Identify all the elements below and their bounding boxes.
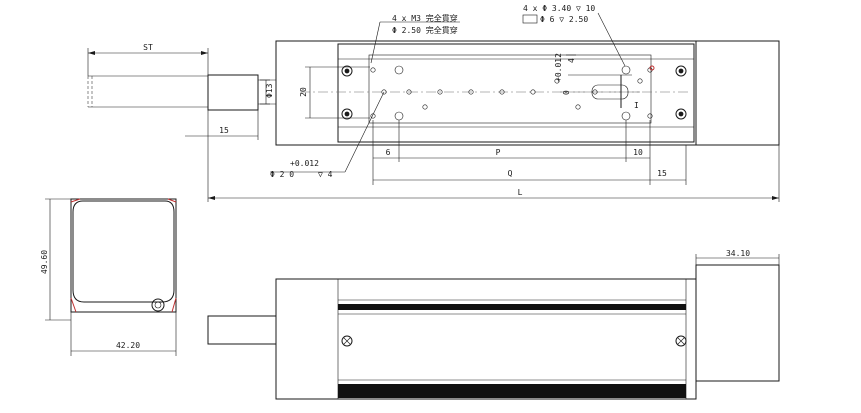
band-1: [338, 304, 686, 310]
dim-p: P: [496, 148, 501, 157]
dim-34-10: 34.10: [726, 249, 750, 258]
dim-20: 20: [299, 66, 370, 119]
tol-right: +0.012 0 4: [554, 53, 576, 95]
dim-10: 10: [633, 148, 643, 157]
dim-l-group: L: [207, 140, 780, 202]
carriage-top: [337, 43, 695, 143]
note-cb: 4 x Φ 3.40 ▽ 10 Φ 6 ▽ 2.50: [522, 4, 626, 67]
body-side: [275, 278, 697, 400]
m3-note-1: 4 x M3 完全貫穿: [392, 13, 458, 23]
depth4-label: 4: [567, 58, 576, 63]
len15-motor-label: 15: [219, 126, 229, 135]
cb-note-1: 4 x Φ 3.40 ▽ 10: [523, 4, 595, 13]
shaft-top: [87, 74, 276, 111]
dim-42-20: 42.20: [116, 341, 140, 350]
corner-bolts: [341, 65, 687, 120]
dim-dia13: Φ13: [260, 79, 274, 105]
side-screw-left: [341, 335, 353, 347]
tol-right-label: +0.012: [554, 53, 563, 82]
slider-plate: [368, 54, 652, 124]
top-view: ST Φ13 15: [87, 4, 780, 202]
pin-dia: Φ 2 0: [270, 170, 294, 179]
end-view: 49.60 42.20: [40, 198, 177, 356]
dim-6: 6: [386, 148, 391, 157]
m3-note-2: Φ 2.50 完全貫穿: [392, 25, 458, 35]
dia13-label: Φ13: [265, 83, 274, 98]
dim-q: Q: [508, 169, 513, 178]
side-screw-right: [675, 335, 687, 347]
dims-p: 6 P 10: [372, 120, 651, 185]
i-label: I: [634, 101, 639, 110]
band-2: [338, 384, 686, 398]
body-top: [275, 40, 697, 146]
shaft-side: [207, 315, 277, 345]
holes: [370, 65, 655, 121]
end-screw: [151, 298, 165, 312]
dim-q-group: Q 15: [373, 145, 687, 185]
pin-depth: ▽ 4: [318, 170, 333, 179]
motor-right-top: [695, 40, 780, 146]
end-profile: [70, 198, 177, 313]
dim-l: L: [518, 188, 523, 197]
motor-side: [695, 264, 780, 382]
st-label: ST: [143, 43, 153, 52]
dim-15-motor: 15: [185, 110, 259, 140]
note-pin: +0.012 Φ 2 0 ▽ 4: [270, 91, 385, 179]
cb-note-2: Φ 6 ▽ 2.50: [540, 15, 588, 24]
dim-15: 15: [657, 169, 667, 178]
note-m3: 4 x M3 完全貫穿 Φ 2.50 完全貫穿: [370, 13, 460, 64]
slot: I: [568, 74, 639, 110]
side-view: 34.10: [207, 249, 780, 400]
h20-label: 20: [299, 87, 308, 97]
pin-tol: +0.012: [290, 159, 319, 168]
dim-st: ST: [87, 43, 209, 76]
dim-49-60: 49.60: [40, 250, 49, 274]
tol-right-zero: 0: [562, 90, 571, 95]
